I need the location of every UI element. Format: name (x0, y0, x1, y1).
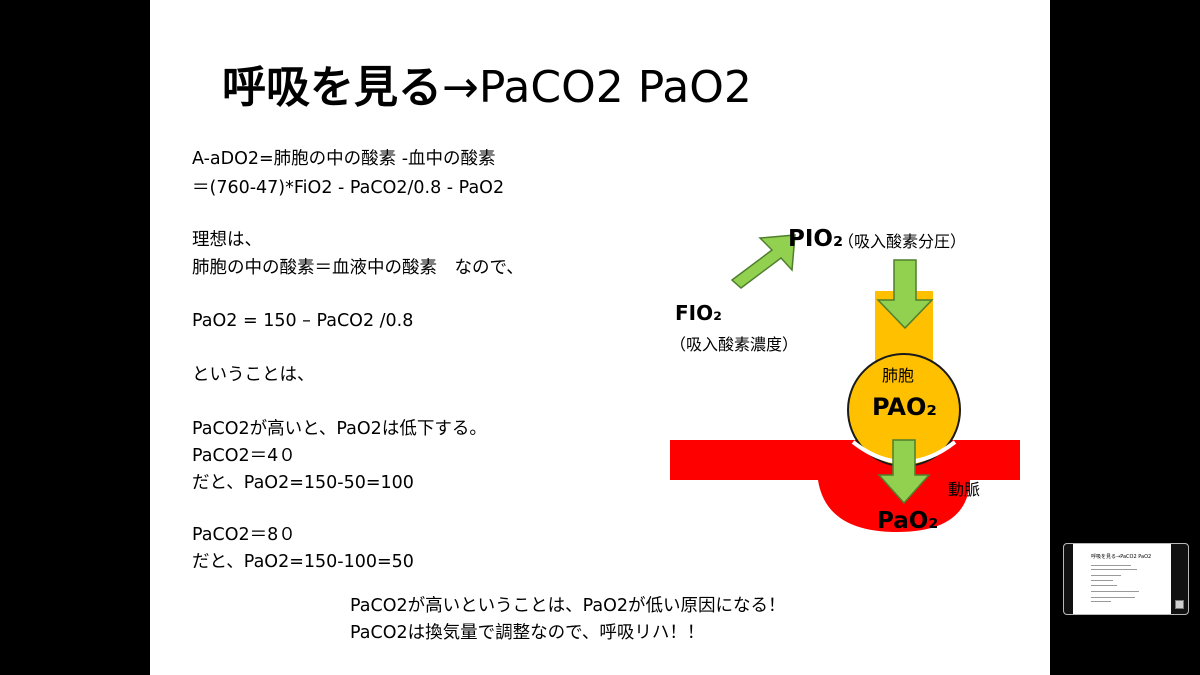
slide: 呼吸を見る→PaCO2 PaO2 A-aDO2=肺胞の中の酸素 -血中の酸素 ＝… (150, 0, 1050, 675)
arterial-pao2-label: PaO₂ (877, 508, 939, 534)
title-english: →PaCO2 PaO2 (442, 62, 752, 113)
artery-shape (670, 440, 1020, 532)
camera-preview-icon (1175, 600, 1184, 609)
pio2-description: （吸入酸素分圧） (838, 232, 967, 251)
pio2-down-arrow-icon (876, 259, 934, 330)
slide-title: 呼吸を見る→PaCO2 PaO2 (222, 66, 752, 110)
aado2-formula: ＝(760-47)*FiO2 - PaCO2/0.8 - PaO2 (192, 178, 505, 198)
summary-line-1: PaCO2が高いということは、PaO2が低い原因になる！ (350, 596, 786, 616)
artery-label: 動脈 (948, 480, 981, 499)
slide-thumbnail[interactable]: 呼吸を見る→PaCO2 PaO2 (1063, 543, 1189, 615)
ideal-heading: 理想は、 (192, 230, 262, 250)
fio2-label: FIO₂ (675, 301, 722, 325)
thumbnail-title: 呼吸を見る→PaCO2 PaO2 (1091, 554, 1152, 560)
example-paco2-40: PaCO2＝4０ (192, 446, 296, 466)
example-result-50: だと、PaO2=150-100=50 (192, 552, 414, 572)
example-result-100: だと、PaO2=150-50=100 (192, 473, 414, 493)
fio2-description: （吸入酸素濃度） (670, 335, 799, 354)
therefore-text: ということは、 (192, 365, 315, 385)
pio2-label: PIO₂ (788, 226, 844, 252)
summary-line-2: PaCO2は換気量で調整なので、呼吸リハ！！ (350, 623, 705, 643)
pao2-down-arrow-icon (877, 439, 931, 505)
thumbnail-slide: 呼吸を見る→PaCO2 PaO2 (1073, 548, 1171, 610)
alveolus-label: 肺胞 (882, 366, 915, 385)
paco2-high-statement: PaCO2が高いと、PaO2は低下する。 (192, 419, 487, 439)
alveolar-pao2-label: PAO₂ (872, 393, 937, 421)
oxygen-diagram: PIO₂ （吸入酸素分圧） FIO₂ （吸入酸素濃度） 肺胞 PAO₂ 動脈 P… (650, 210, 1050, 540)
fio2-arrow-icon (730, 234, 796, 289)
pao2-equation: PaO2 = 150 – PaCO2 /0.8 (192, 311, 414, 331)
ideal-condition: 肺胞の中の酸素＝血液中の酸素 なので、 (192, 258, 524, 278)
aado2-definition: A-aDO2=肺胞の中の酸素 -血中の酸素 (192, 149, 496, 169)
example-paco2-80: PaCO2＝8０ (192, 525, 296, 545)
title-japanese: 呼吸を見る (222, 62, 442, 113)
